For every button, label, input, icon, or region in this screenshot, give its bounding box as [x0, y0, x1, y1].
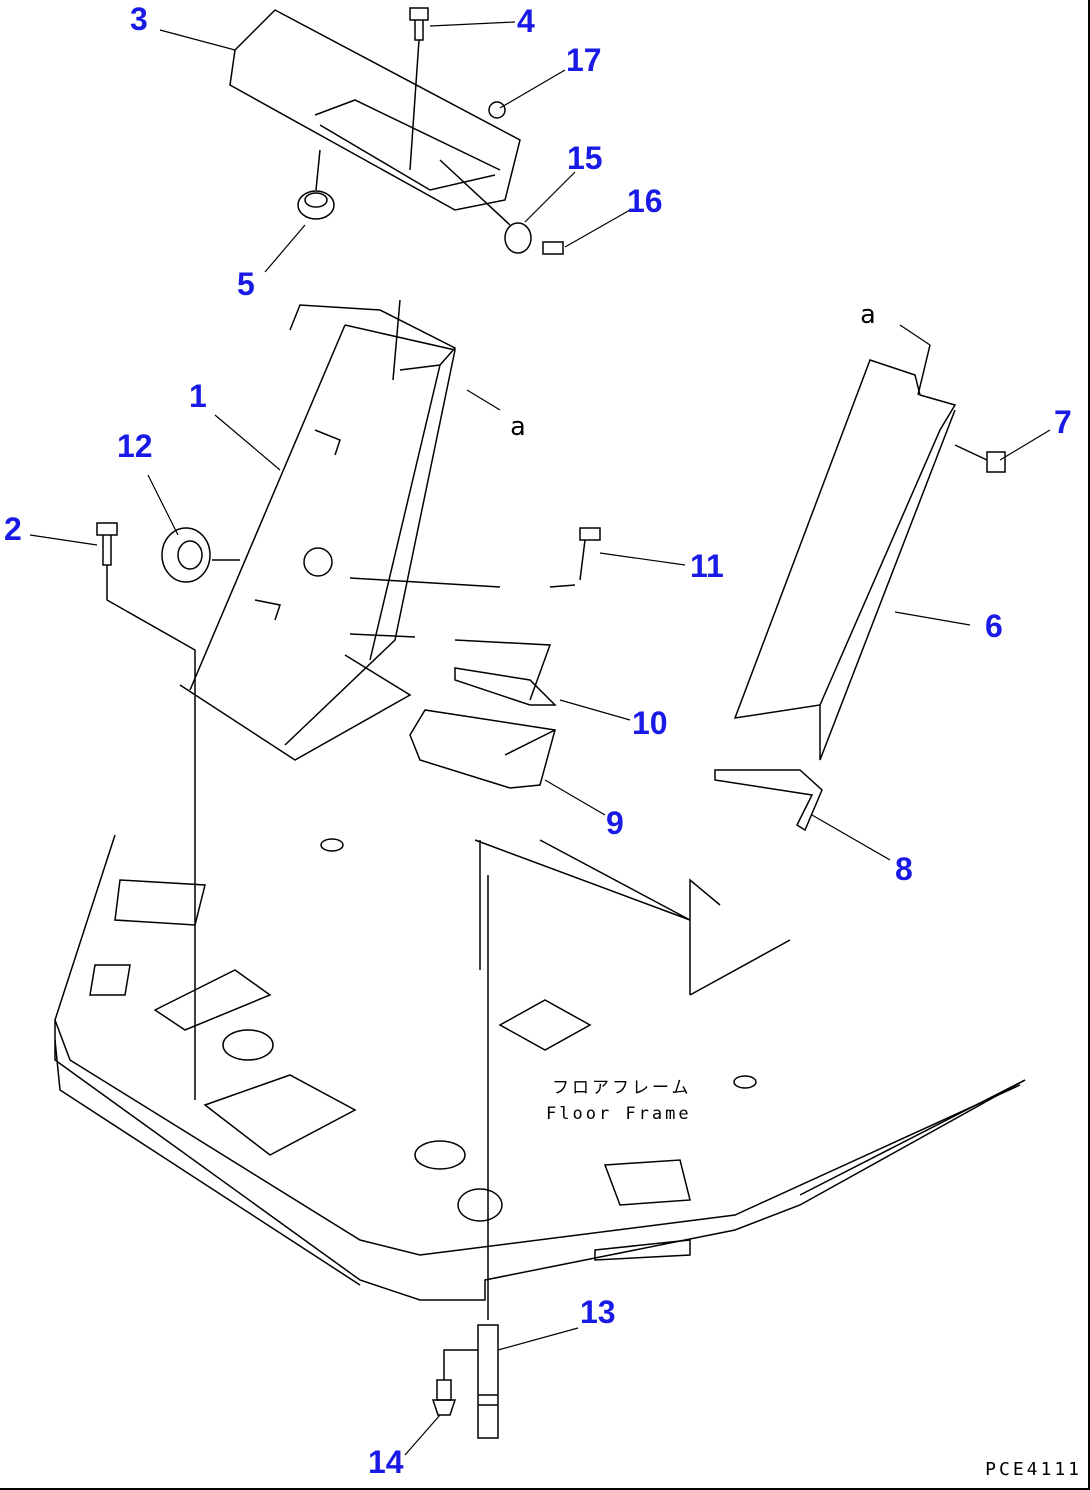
leader-lines	[29, 21, 1051, 1456]
part-15-cap	[504, 222, 532, 254]
part-4-bolt	[409, 7, 429, 171]
callout-6: 6	[985, 608, 1003, 644]
view-marker-a-2: a	[860, 300, 876, 330]
callout-3: 3	[130, 1, 148, 37]
floor-frame-label-jp: フロアフレーム	[552, 1078, 692, 1098]
callout-1: 1	[189, 378, 207, 414]
callout-7: 7	[1054, 404, 1072, 440]
callout-2: 2	[4, 511, 22, 547]
callout-4: 4	[517, 3, 535, 39]
part-13-stay	[477, 1324, 499, 1439]
callout-16: 16	[627, 183, 663, 219]
callout-8: 8	[895, 851, 913, 887]
drawing-code: PCE4111	[985, 1459, 1082, 1480]
floor-frame-label-en: Floor Frame	[546, 1104, 692, 1124]
callout-11: 11	[690, 548, 724, 584]
part-14-bolt	[431, 1349, 478, 1416]
floor-frame	[54, 834, 1026, 1320]
part-11-bolt	[349, 527, 601, 588]
part-10-plate	[349, 633, 557, 706]
part-9-block	[409, 709, 556, 789]
part-17-nut	[488, 101, 506, 119]
callout-15: 15	[567, 140, 603, 176]
part-7-bolt	[954, 444, 1006, 473]
callout-17: 17	[566, 42, 602, 78]
part-12-grommet	[161, 527, 240, 583]
part-5-grommet	[297, 149, 335, 220]
callout-14: 14	[368, 1444, 404, 1480]
callout-10: 10	[632, 705, 668, 741]
part-1-column	[179, 299, 457, 761]
part-16-clip	[439, 159, 564, 255]
callout-5: 5	[237, 266, 255, 302]
part-8-bracket	[714, 769, 823, 832]
callout-9: 9	[606, 805, 624, 841]
part-6-cover	[733, 344, 957, 761]
callout-12: 12	[117, 428, 153, 464]
part-2-bolt	[96, 522, 196, 1100]
part-3-cover	[229, 9, 521, 211]
view-marker-a: a	[510, 412, 526, 442]
callout-13: 13	[580, 1294, 616, 1330]
